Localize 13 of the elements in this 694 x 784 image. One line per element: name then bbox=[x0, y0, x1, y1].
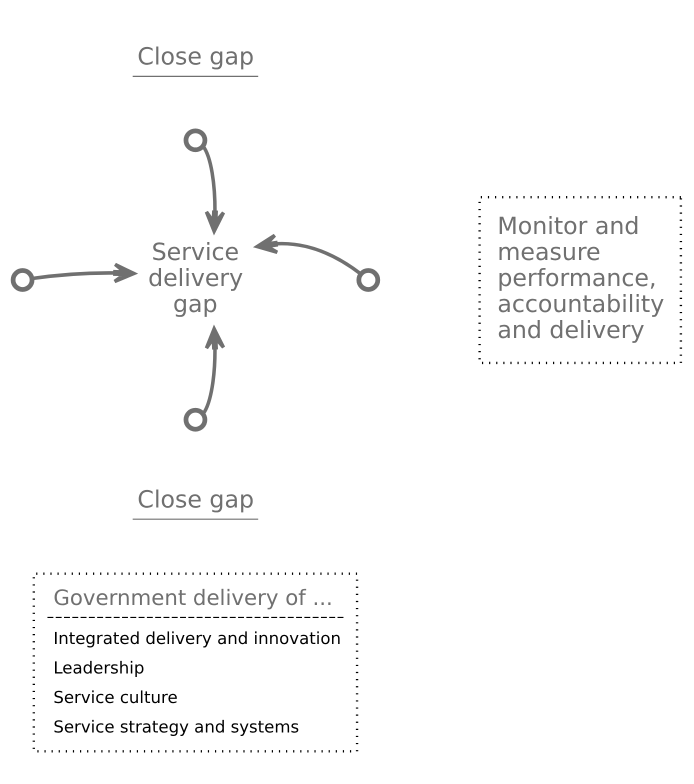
node-circle bbox=[10, 268, 34, 292]
node-circle bbox=[184, 407, 208, 432]
arrow bbox=[202, 326, 226, 414]
node-circle bbox=[356, 268, 380, 292]
node-box: Monitor and measure performance, accountability and delivery bbox=[478, 195, 682, 364]
node-box: Government delivery of ... Integrated delivery and innovation Leadership Service culture Service strategy and systems bbox=[32, 572, 358, 752]
node-label: Close gap bbox=[137, 42, 254, 70]
node-circle bbox=[184, 128, 208, 152]
arrow bbox=[202, 144, 226, 232]
node-label: Close gap bbox=[137, 484, 254, 513]
arrow bbox=[255, 233, 362, 275]
node-text: Service delivery gap bbox=[148, 237, 244, 318]
arrow bbox=[32, 262, 136, 283]
